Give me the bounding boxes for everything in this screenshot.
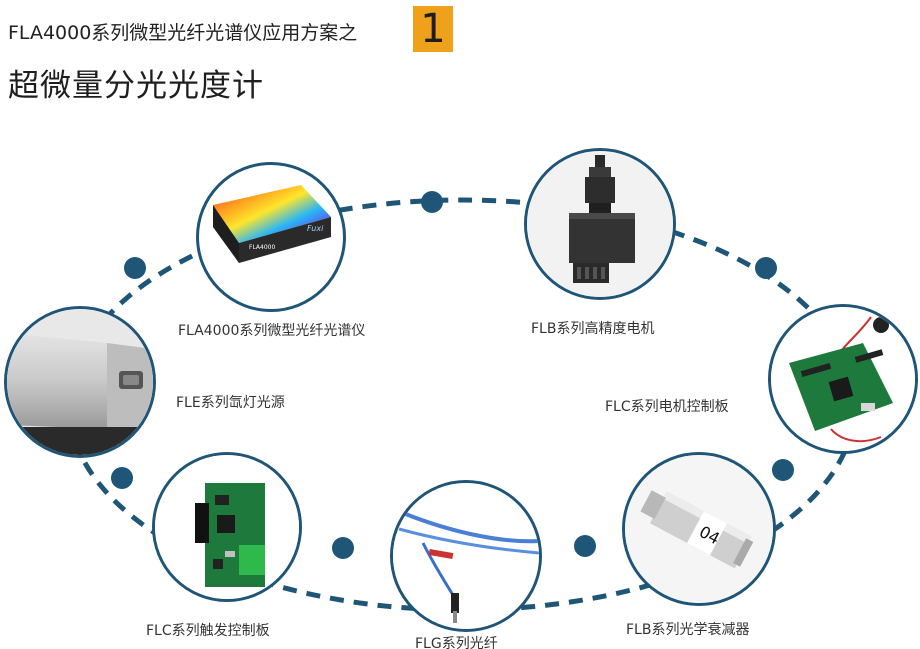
spectrometer-image: FLA4000 Fuxi [213,185,331,263]
motor-control-board-image [771,307,915,451]
page-subtitle: 超微量分光光度计 [8,68,264,104]
component-optical-fiber [390,480,542,632]
number-badge-text: 1 [420,6,446,52]
label-trigger-control-board: FLC系列触发控制板 [146,623,270,639]
connector-dot [755,257,777,279]
label-xenon-light-source: FLE系列氙灯光源 [176,395,285,411]
label-optical-fiber: FLG系列光纤 [415,636,498,649]
connector-dot [574,535,596,557]
label-optical-attenuator: FLB系列光学衰减器 [626,622,750,638]
component-optical-attenuator: 04 [622,452,776,606]
label-spectrometer: FLA4000系列微型光纤光谱仪 [178,323,366,339]
component-spectrometer: FLA4000 Fuxi [196,162,346,312]
connector-dot [421,191,443,213]
connector-dot [124,257,146,279]
connector-dot [332,537,354,559]
number-badge: 1 [413,6,453,52]
connector-dot [772,459,794,481]
xenon-light-source-image [7,309,153,455]
connector-dot [111,467,133,489]
svg-text:FLA4000: FLA4000 [249,244,275,251]
label-motor-control-board: FLC系列电机控制板 [605,399,729,415]
trigger-control-board-image [155,455,299,599]
component-motor-control-board [768,304,918,454]
optical-attenuator-image: 04 [625,455,773,603]
header-title: FLA4000系列微型光纤光谱仪应用方案之 [8,22,358,44]
component-xenon-light-source [4,306,156,458]
optical-fiber-image [393,483,539,629]
component-stepper-motor [524,148,676,300]
component-trigger-control-board [152,452,302,602]
svg-text:Fuxi: Fuxi [307,224,324,233]
stepper-motor-image [527,151,673,297]
label-stepper-motor: FLB系列高精度电机 [531,321,655,337]
